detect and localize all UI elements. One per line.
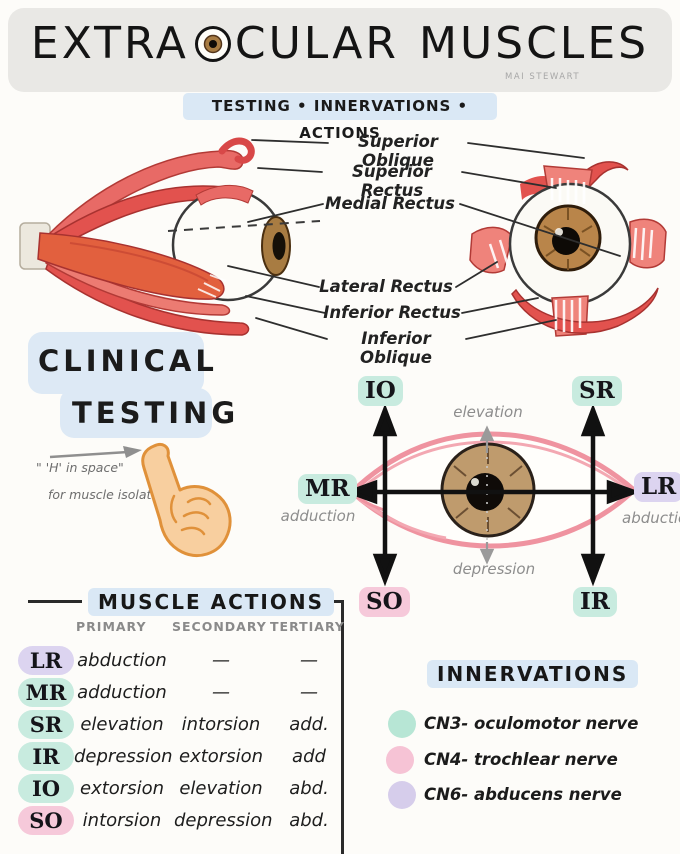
pointing-hand-icon: [141, 442, 232, 557]
clinical-note-line2: for muscle isolation: [48, 487, 171, 502]
h-label-so: SO: [359, 587, 410, 617]
h-label-lr: LR: [634, 472, 680, 502]
tertiary-action: add.: [289, 714, 329, 735]
primary-action: depression: [74, 746, 173, 767]
muscle-label-superior-oblique: Superior Oblique: [358, 132, 438, 170]
tertiary-action: —: [300, 682, 318, 703]
muscle-code-badge: IR: [18, 742, 74, 771]
primary-action: adduction: [77, 682, 167, 703]
tertiary-action: —: [300, 650, 318, 671]
muscle-code-badge: IO: [18, 774, 74, 803]
muscle-label-lateral-rectus: Lateral Rectus: [319, 277, 453, 296]
column-header-secondary: SECONDARY: [172, 619, 267, 634]
primary-action: extorsion: [80, 778, 164, 799]
h-label-ir: IR: [573, 587, 617, 617]
primary-action: elevation: [80, 714, 164, 735]
clinical-heading-line2: TESTING: [72, 396, 240, 430]
table-left-dash: [28, 600, 82, 603]
frontal-eye-illustration: [469, 161, 667, 337]
eye-letter-o-icon: [194, 26, 231, 62]
muscle-code-badge: LR: [18, 646, 74, 675]
author-signature: MAI STEWART: [505, 72, 581, 82]
secondary-action: intorsion: [181, 714, 261, 735]
muscle-actions-heading: MUSCLE ACTIONS: [88, 588, 334, 616]
innervations-heading: INNERVATIONS: [427, 660, 639, 688]
h-action-adduction: adduction: [280, 507, 356, 525]
title-part-2: CULAR: [234, 18, 399, 69]
clinical-heading-line1: CLINICAL: [38, 344, 218, 378]
column-header-primary: PRIMARY: [76, 619, 147, 634]
table-row: SR elevation intorsion add.: [0, 710, 340, 742]
cn6-color-dot: [388, 781, 416, 809]
subtitle: TESTING • INNERVATIONS • ACTIONS: [183, 93, 497, 142]
h-label-sr: SR: [572, 376, 622, 406]
tertiary-action: add: [292, 746, 326, 767]
list-item: CN4- trochlear nerve: [0, 746, 680, 776]
list-item: CN3- oculomotor nerve: [0, 710, 680, 740]
muscle-code-badge: SO: [18, 806, 74, 835]
h-action-elevation: elevation: [453, 403, 523, 421]
clinical-note-line1: " 'H' in space": [36, 460, 124, 475]
cn4-color-dot: [386, 746, 414, 774]
muscle-code-badge: SR: [18, 710, 74, 739]
table-row: IR depression extorsion add: [0, 742, 340, 774]
h-label-mr: MR: [298, 474, 357, 504]
innervation-label: CN3- oculomotor nerve: [424, 714, 639, 733]
table-row: IO extorsion elevation abd.: [0, 774, 340, 806]
h-action-depression: depression: [452, 560, 536, 578]
primary-action: intorsion: [82, 810, 162, 831]
secondary-action: elevation: [179, 778, 263, 799]
column-header-tertiary: TERTIARY: [270, 619, 345, 634]
innervation-label: CN6- abducens nerve: [424, 785, 622, 804]
muscle-label-medial-rectus: Medial Rectus: [325, 194, 455, 213]
muscle-label-superior-rectus: Superior Rectus: [352, 162, 432, 200]
h-action-abduction: abduction: [622, 509, 680, 527]
page-title: EXTRA CULAR MUSCLES: [8, 14, 672, 74]
muscle-label-inferior-oblique: Inferior Oblique: [360, 329, 432, 367]
h-pattern-eye-illustration: [348, 431, 638, 549]
secondary-action: —: [212, 682, 230, 703]
secondary-action: extorsion: [179, 746, 263, 767]
table-row: SO intorsion depression abd.: [0, 806, 340, 838]
muscle-label-inferior-rectus: Inferior Rectus: [323, 303, 461, 322]
secondary-action: depression: [174, 810, 273, 831]
muscle-code-badge: MR: [18, 678, 74, 707]
table-row: LR abduction — —: [0, 646, 340, 678]
title-banner: [8, 8, 672, 92]
arrow-right-icon: [49, 446, 142, 459]
primary-action: abduction: [77, 650, 167, 671]
title-part-3: MUSCLES: [418, 18, 650, 69]
secondary-action: —: [212, 650, 230, 671]
tertiary-action: abd.: [289, 810, 329, 831]
h-label-io: IO: [358, 376, 403, 406]
title-part-1: EXTRA: [30, 18, 189, 69]
table-row: MR adduction — —: [0, 678, 340, 710]
list-item: CN6- abducens nerve: [0, 781, 680, 811]
clinical-heading-box-2: [60, 388, 212, 438]
clinical-heading-box-1: [28, 332, 204, 394]
innervation-label: CN4- trochlear nerve: [424, 750, 618, 769]
tertiary-action: abd.: [289, 778, 329, 799]
lateral-eye-illustration: [19, 137, 321, 336]
cn3-color-dot: [388, 710, 416, 738]
